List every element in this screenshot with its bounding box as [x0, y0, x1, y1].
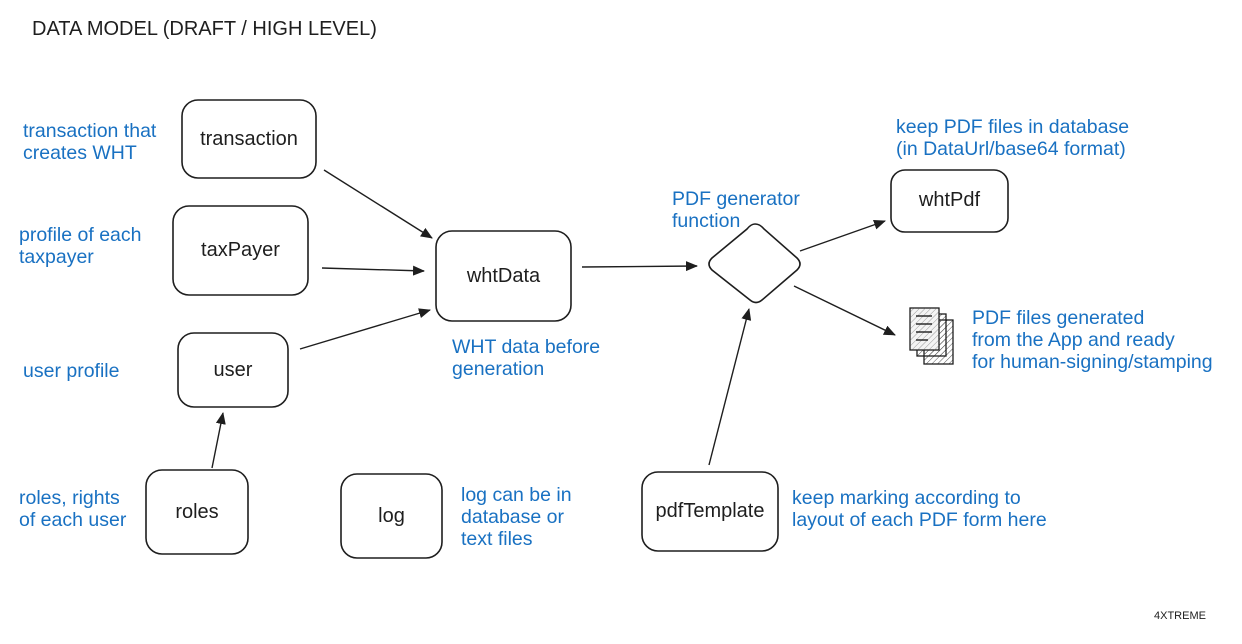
- taxpayer-label: taxPayer: [201, 239, 280, 261]
- arrow-taxpayer-to-whtdata: [321, 265, 425, 276]
- arrow-pdftemplate-to-generator: [708, 308, 752, 466]
- watermark-text: 4XTREME: [1154, 610, 1206, 622]
- note-whtdata: WHT data before generation: [452, 336, 601, 380]
- whtpdf-label: whtPdf: [918, 189, 981, 211]
- note-files: PDF files generated from the App and rea…: [972, 307, 1213, 373]
- arrow-roles-to-user: [211, 412, 226, 469]
- whtdata-label: whtData: [466, 265, 541, 287]
- note-roles: roles, rights of each user: [19, 487, 127, 531]
- log-node[interactable]: [340, 473, 443, 559]
- roles-label: roles: [175, 501, 219, 523]
- note-pdftemplate: keep marking according to layout of each…: [792, 487, 1047, 531]
- user-node[interactable]: [177, 332, 289, 408]
- log-label: log: [378, 505, 405, 527]
- user-label: user: [213, 359, 253, 381]
- arrow-transaction-to-whtdata: [323, 169, 433, 239]
- documents-stack-icon: [909, 307, 954, 365]
- arrow-whtdata-to-generator: [581, 261, 698, 272]
- transaction-label: transaction: [200, 128, 298, 150]
- note-whtpdf: keep PDF files in database (in DataUrl/b…: [896, 116, 1130, 160]
- arrow-user-to-whtdata: [299, 308, 431, 350]
- note-transaction: transaction that creates WHT: [23, 120, 157, 164]
- roles-node[interactable]: [145, 469, 249, 555]
- note-log: log can be in database or text files: [461, 484, 572, 550]
- note-generator: PDF generator function: [672, 188, 800, 232]
- transaction-node[interactable]: [181, 99, 317, 179]
- whtpdf-node[interactable]: [890, 169, 1009, 233]
- diamond-decision-icon[interactable]: [708, 223, 801, 304]
- taxpayer-node[interactable]: [172, 205, 309, 296]
- note-user: user profile: [23, 360, 120, 382]
- pdftemplate-node[interactable]: [641, 471, 779, 552]
- pdftemplate-label: pdfTemplate: [655, 500, 765, 522]
- arrow-generator-to-files: [793, 285, 896, 336]
- arrow-generator-to-whtpdf: [799, 219, 886, 252]
- note-taxpayer: profile of each taxpayer: [19, 224, 142, 268]
- whtdata-node[interactable]: [435, 230, 572, 322]
- diagram-title: DATA MODEL (DRAFT / HIGH LEVEL): [32, 18, 377, 40]
